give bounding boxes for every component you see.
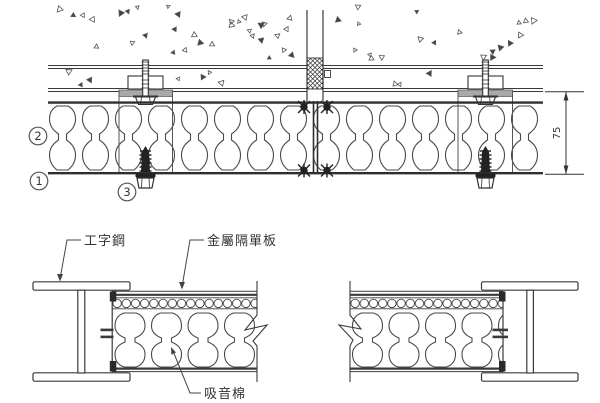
i-beam-left-bottom-flange xyxy=(32,372,131,382)
insulation-pattern-bottom-right xyxy=(350,311,503,369)
slab-soffit-lines xyxy=(48,65,543,92)
self-tapping-screw-left xyxy=(135,146,156,189)
callout-3-number: 3 xyxy=(123,185,130,199)
label-i-beam: 工字鋼 xyxy=(84,234,126,249)
callout-2-number: 2 xyxy=(34,129,41,143)
dim-arrow-up xyxy=(563,91,569,101)
dimension-75-text: 75 xyxy=(552,127,563,140)
concrete-slab-stipple xyxy=(56,4,539,88)
leader-i-beam xyxy=(57,239,81,282)
i-beam-right-top-flange xyxy=(480,281,579,291)
screw-washer-left xyxy=(135,173,156,178)
pipe-clip xyxy=(324,70,331,78)
edge-clip xyxy=(499,291,506,302)
i-beam-right-web xyxy=(526,289,534,374)
screw-hex-head-left xyxy=(136,177,155,189)
rod-threads-right xyxy=(481,61,490,89)
panel-bottom-left xyxy=(100,281,269,382)
self-tapping-screw-right xyxy=(475,146,496,189)
connector-tab xyxy=(492,335,508,339)
joint-bolt xyxy=(320,100,334,114)
chain-mesh-right xyxy=(350,298,503,309)
dimension-panel-thickness xyxy=(545,91,584,175)
joint-bolt xyxy=(297,100,311,114)
break-line-left-detail xyxy=(243,281,269,382)
leader-sound-cotton xyxy=(171,347,201,394)
label-metal-panel: 金屬隔單板 xyxy=(207,233,277,249)
joint-bolt xyxy=(297,163,311,178)
dim-arrow-down xyxy=(563,165,569,175)
break-line-right-detail xyxy=(337,281,363,382)
panel-joint xyxy=(297,100,334,178)
insulation-pattern-top xyxy=(48,104,543,172)
connector-tab xyxy=(100,335,114,339)
i-beam-right-bottom-flange xyxy=(480,372,579,382)
i-beam-left-web xyxy=(77,289,86,374)
rod-threads-left xyxy=(141,61,150,89)
edge-clip xyxy=(109,361,117,372)
panel-faces-top-section xyxy=(48,101,543,175)
label-sound-absorbing-cotton: 吸音棉 xyxy=(204,386,246,402)
connector-tab xyxy=(492,328,508,332)
joint-bolts xyxy=(297,100,334,178)
leader-metal-panel xyxy=(179,239,204,290)
leader-arrowhead xyxy=(57,274,63,282)
panel-bottom-right xyxy=(337,281,508,382)
screw-hex-head-right xyxy=(476,177,495,189)
i-beam-left-top-flange xyxy=(32,281,131,291)
callout-1-number: 1 xyxy=(35,174,42,188)
insulation-pattern-bottom-left xyxy=(112,311,257,369)
connector-tab xyxy=(100,328,114,332)
chain-mesh-left xyxy=(112,298,257,309)
callout-2: 2 xyxy=(28,126,48,146)
i-beam-right xyxy=(480,281,579,382)
hanger-assembly-right xyxy=(467,59,504,106)
screw-washer-right xyxy=(475,173,496,178)
edge-clip xyxy=(499,361,506,372)
callout-1: 1 xyxy=(29,171,49,191)
leader-arrowhead xyxy=(171,347,176,355)
callout-3: 3 xyxy=(117,182,137,202)
i-beam-left xyxy=(32,281,131,382)
joint-bolt xyxy=(320,163,334,178)
hanger-assembly-left xyxy=(127,59,164,106)
conduit-pipe xyxy=(306,10,331,101)
edge-clip xyxy=(109,291,117,302)
leader-arrowhead xyxy=(179,282,185,290)
pipe-hatch-packing xyxy=(306,57,324,90)
